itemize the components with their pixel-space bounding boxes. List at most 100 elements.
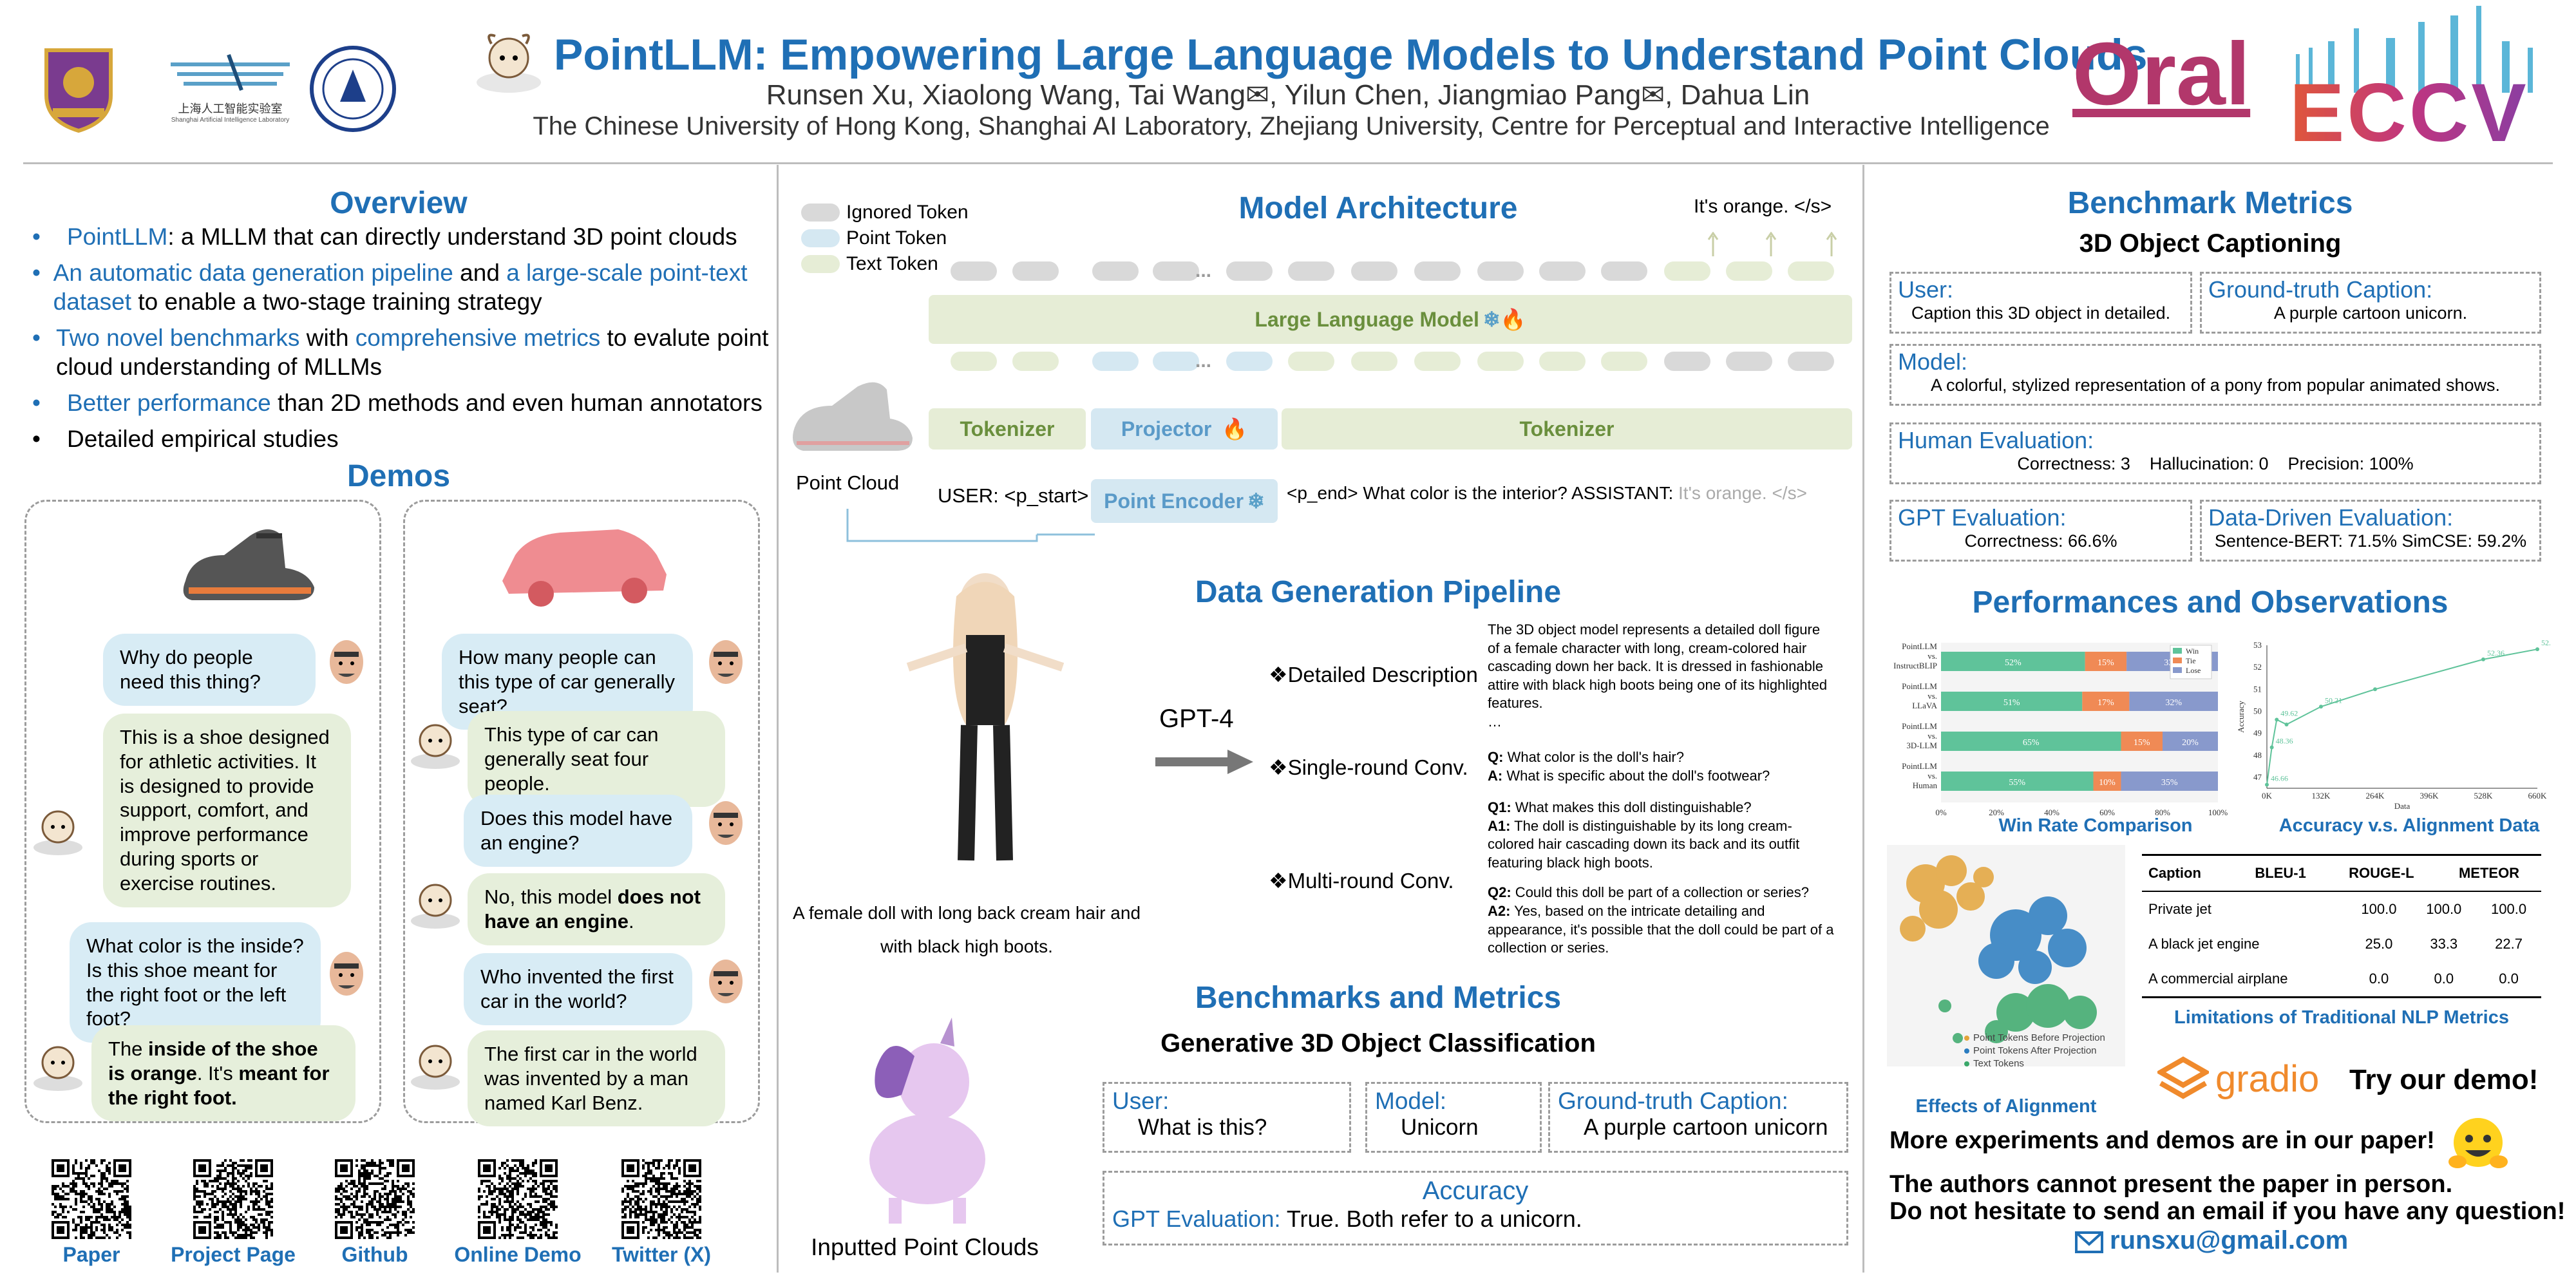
tick-label: 100% xyxy=(2208,808,2228,815)
mid-user-label: User: xyxy=(1112,1088,1170,1114)
mail-icon xyxy=(2075,1231,2103,1253)
zju-logo xyxy=(308,44,398,134)
token xyxy=(951,352,997,371)
car-a3: The first car in the world was invented … xyxy=(468,1030,725,1127)
perf-title: Performances and Observations xyxy=(1972,585,2448,620)
doll-caption: A female doll with long back cream hair … xyxy=(792,903,1141,956)
author-list: Runsen Xu, Xiaolong Wang, Tai Wang✉, Yil… xyxy=(766,79,1810,111)
up-arrow-icon xyxy=(1765,232,1777,256)
link-paper[interactable]: Paper xyxy=(62,1243,120,1266)
mid-accuracy-box: Accuracy GPT Evaluation: True. Both refe… xyxy=(1103,1171,1848,1245)
projector-box: Projector🔥 xyxy=(1091,408,1278,450)
qr-code-icon[interactable] xyxy=(621,1159,701,1239)
right-human-text: Correctness: 3 Hallucination: 0 Precisio… xyxy=(2017,454,2414,473)
multi-text: Q1: What makes this doll distinguishable… xyxy=(1488,799,1834,956)
qr-code-icon[interactable] xyxy=(193,1159,273,1239)
mid-gt-label: Ground-truth Caption: xyxy=(1558,1088,1788,1114)
email-link[interactable]: runsxu@gmail.com xyxy=(2074,1226,2348,1255)
llm-output: It's orange. </s> xyxy=(1694,196,1832,217)
tick-label: 80% xyxy=(2155,808,2170,815)
data-label: 55% xyxy=(2009,778,2025,788)
user-avatar-icon xyxy=(705,957,747,1009)
detailed-text: The 3D object model represents a detaile… xyxy=(1488,621,1828,730)
mid-user-text: What is this? xyxy=(1138,1115,1267,1140)
table-header: Caption BLEU-1 ROUGE-L METEOR xyxy=(2148,865,2520,881)
link-twitter-x[interactable]: Twitter (X) xyxy=(611,1243,712,1266)
mid-gt-text: A purple cartoon unicorn xyxy=(1584,1115,1828,1140)
right-gpt-text: Correctness: 66.6% xyxy=(1964,531,2117,551)
token xyxy=(1414,261,1461,281)
bar-win xyxy=(1941,772,2094,791)
demos-title: Demos xyxy=(346,459,451,493)
token xyxy=(1012,352,1059,371)
tick-label: 132K xyxy=(2312,791,2331,800)
col-divider-left xyxy=(777,165,779,1273)
qr-code-icon[interactable] xyxy=(52,1159,131,1239)
legend-item: Text Token xyxy=(801,251,969,277)
overview-title: Overview xyxy=(330,186,468,220)
token xyxy=(1477,352,1524,371)
token xyxy=(1788,352,1834,371)
shoe-a1: This is a shoe designed for athletic act… xyxy=(103,714,351,907)
token xyxy=(1788,261,1834,281)
tick-label: 51 xyxy=(2253,684,2262,694)
mascot-icon xyxy=(32,1034,84,1092)
bar-tie xyxy=(2085,652,2127,671)
bench-mid-title: Benchmarks and Metrics xyxy=(1195,981,1562,1015)
authors-note-1: The authors cannot present the paper in … xyxy=(1889,1171,2453,1198)
car-q3: Who invented the first car in the world? xyxy=(464,953,692,1025)
tick-label: 48 xyxy=(2253,750,2262,760)
category-label: vs. xyxy=(1927,731,1937,741)
qr-code-icon[interactable] xyxy=(335,1159,415,1239)
bench-mid-subtitle: Generative 3D Object Classification xyxy=(1160,1029,1596,1057)
right-user-label: User: xyxy=(1898,276,1954,303)
mascot-icon xyxy=(410,872,461,930)
tokenizer-box-right: Tokenizer xyxy=(1282,408,1852,450)
legend-swatch xyxy=(2173,648,2182,654)
up-arrow-icon xyxy=(1826,232,1837,256)
data-point xyxy=(2284,722,2289,726)
bar-win xyxy=(1941,732,2121,751)
bar-win xyxy=(1941,692,2083,711)
shailab-en: Shanghai Artificial Intelligence Laborat… xyxy=(171,117,290,124)
data-label: 32% xyxy=(2165,698,2182,708)
legend-label: Lose xyxy=(2186,666,2201,675)
right-user-box: User: Caption this 3D object in detailed… xyxy=(1889,272,2192,334)
token xyxy=(1539,352,1586,371)
category-label: PointLLM xyxy=(1902,761,1937,771)
car-a1: This type of car can generally seat four… xyxy=(468,711,725,808)
bar-tie xyxy=(2082,692,2130,711)
data-point xyxy=(2373,687,2377,692)
user-avatar-icon xyxy=(325,638,368,689)
tick-label: 53 xyxy=(2253,640,2262,650)
eccv-text: ECCV xyxy=(2289,67,2529,159)
token xyxy=(1351,352,1397,371)
data-label: 50.21 xyxy=(2325,696,2342,705)
token xyxy=(1726,261,1772,281)
oral-badge: Oral xyxy=(2072,24,2251,124)
data-point xyxy=(2319,705,2323,709)
tsne-legend: Point Tokens Before Projection Point Tok… xyxy=(1964,1032,2105,1066)
llm-box: Large Language Model❄🔥 xyxy=(929,295,1852,344)
cuhk-logo xyxy=(33,44,124,134)
link-online-demo[interactable]: Online Demo xyxy=(454,1243,582,1266)
category-label: LLaVA xyxy=(1912,701,1937,710)
affiliations: The Chinese University of Hong Kong, Sha… xyxy=(533,112,2050,140)
mid-model-label: Model: xyxy=(1375,1088,1447,1114)
link-project-page[interactable]: Project Page xyxy=(171,1243,296,1266)
overview-item: • An automatic data generation pipeline … xyxy=(32,260,748,315)
tick-label: 528K xyxy=(2474,791,2494,800)
tick-label: 52 xyxy=(2253,662,2262,672)
token xyxy=(1539,261,1586,281)
bar-lose xyxy=(2121,772,2218,791)
user-avatar-icon xyxy=(325,949,368,1001)
token xyxy=(1092,261,1139,281)
link-github[interactable]: Github xyxy=(341,1243,408,1266)
category-label: 3D-LLM xyxy=(1906,741,1937,750)
gpt4-arrow-icon xyxy=(1155,750,1253,774)
gradio-link[interactable]: gradio xyxy=(2157,1056,2319,1101)
bench-right-subtitle: 3D Object Captioning xyxy=(2079,229,2342,258)
mid-acc-title: Accuracy xyxy=(1422,1177,1529,1205)
qr-code-icon[interactable] xyxy=(478,1159,558,1239)
